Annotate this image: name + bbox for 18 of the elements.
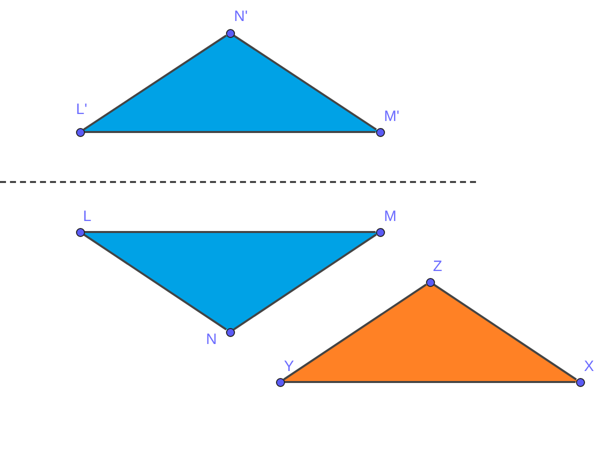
point-label: X (584, 359, 594, 375)
line-segment (433, 284, 577, 380)
line-segment (84, 231, 376, 233)
point-label: Y (284, 359, 294, 375)
line-segment (283, 284, 427, 380)
line-segment (284, 381, 576, 383)
line-segment (233, 234, 377, 330)
point-label: M' (384, 109, 400, 125)
point-label: N (206, 332, 217, 348)
point-label: Z (433, 259, 442, 275)
line-segment (83, 34, 227, 130)
point-label: L' (76, 102, 88, 118)
line-segment (83, 234, 227, 330)
point-label: N' (234, 9, 248, 25)
point-label: M (384, 209, 396, 225)
line-segment (233, 34, 377, 130)
line-segment (84, 131, 376, 133)
point-label: L (83, 209, 92, 225)
